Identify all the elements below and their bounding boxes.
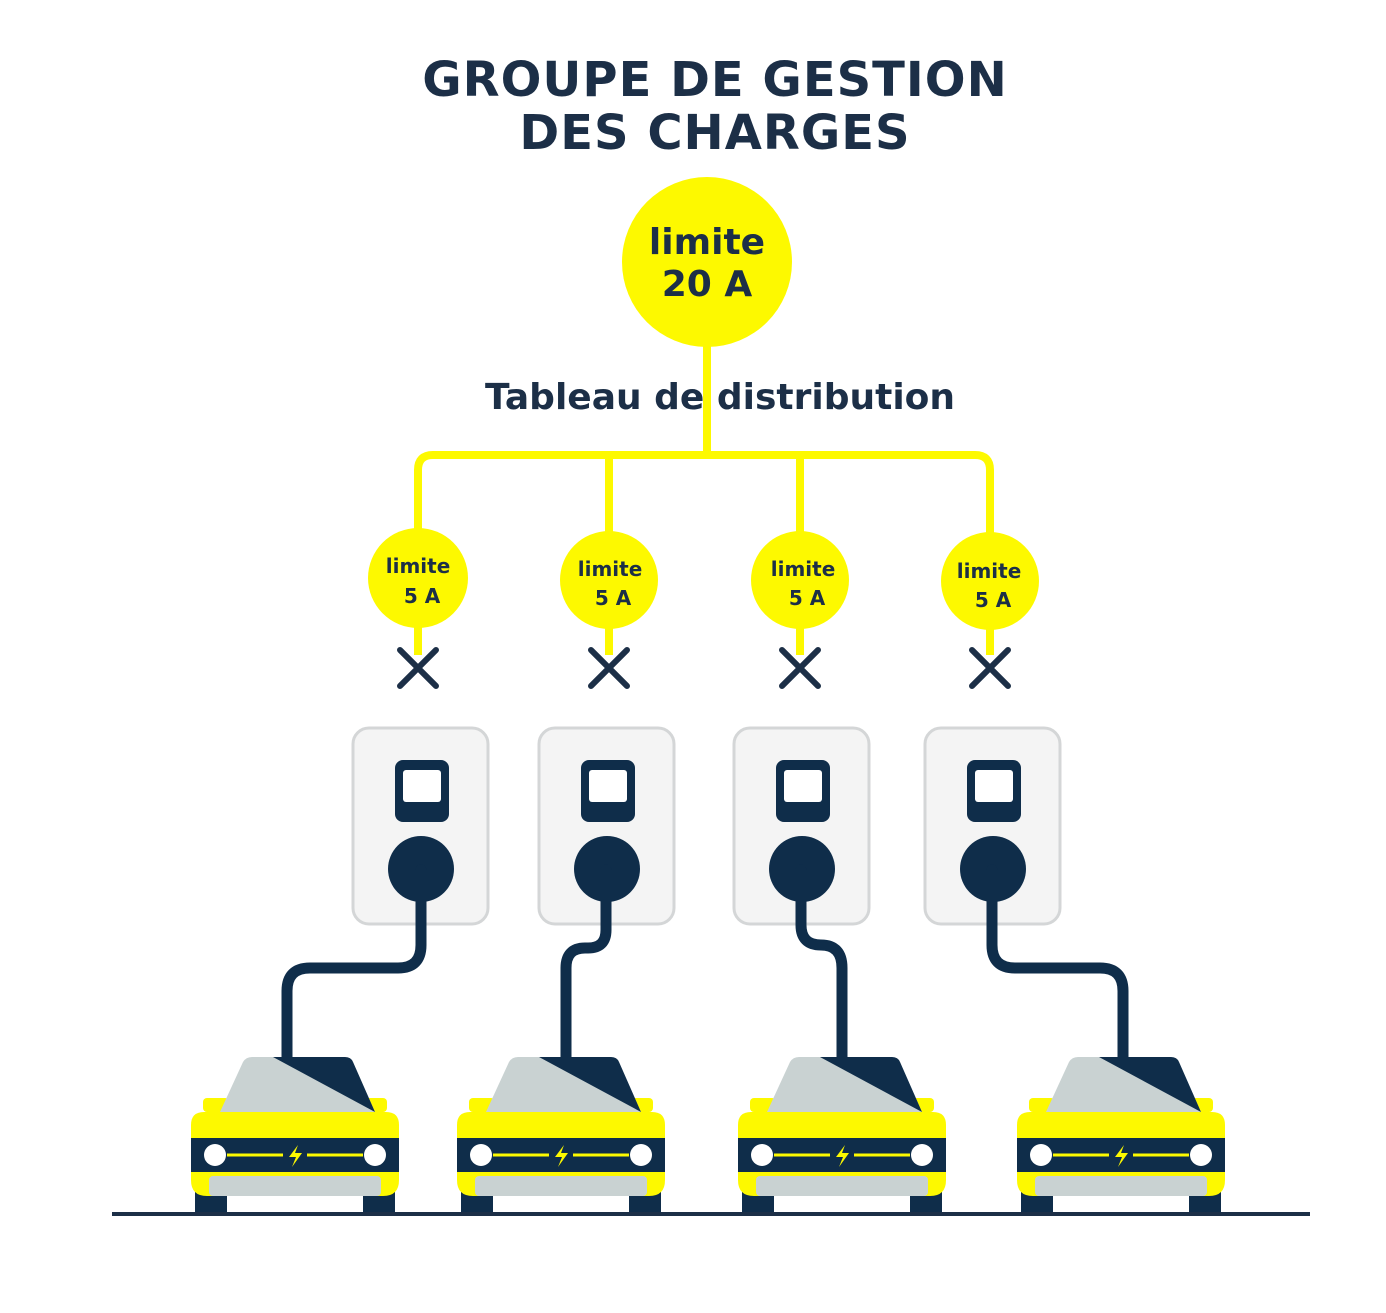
car-headlight-right: [364, 1144, 386, 1166]
branch-limit-circle-3: [751, 531, 849, 629]
electric-car-1: [191, 1057, 399, 1215]
main-limit-label: limite: [648, 222, 766, 263]
branch-limit-value-1: 5 A: [403, 584, 441, 608]
car-headlight-right: [1190, 1144, 1212, 1166]
charging-cables: [281, 864, 1129, 1066]
branch-limit-value-4: 5 A: [974, 588, 1012, 612]
car-bumper: [756, 1176, 928, 1196]
disconnect-crosses: [397, 647, 1011, 689]
cable-3: [795, 864, 848, 1066]
wall-charger-2: [537, 726, 676, 926]
branch-limit-circles: [368, 528, 1039, 630]
car-headlight-left: [751, 1144, 773, 1166]
car-headlight-left: [470, 1144, 492, 1166]
car-headlight-left: [1030, 1144, 1052, 1166]
branch-limit-label-1: limite: [385, 554, 451, 578]
car-roof-shadow: [820, 1057, 922, 1112]
car-headlight-right: [911, 1144, 933, 1166]
page-title-line-1: GROUPE DE GESTION: [422, 52, 1008, 108]
branch-limit-circle-2: [560, 531, 658, 629]
cable-1: [281, 864, 427, 1066]
branch-limit-label-2: limite: [577, 557, 643, 581]
cross-icon-2: [588, 647, 630, 689]
car-roof-shadow: [539, 1057, 641, 1112]
charger-screen-display: [784, 770, 822, 802]
electric-car-2: [457, 1057, 665, 1215]
main-limit-circle: [622, 177, 792, 347]
charger-screen-display: [975, 770, 1013, 802]
car-bumper: [475, 1176, 647, 1196]
distribution-bus: [414, 451, 994, 560]
cable-2: [560, 864, 612, 1066]
page-title-line-2: DES CHARGES: [519, 105, 911, 161]
branch-limit-label-4: limite: [956, 559, 1022, 583]
lightning-bolt-icon: [555, 1145, 568, 1167]
car-headlight-right: [630, 1144, 652, 1166]
car-bumper: [1035, 1176, 1207, 1196]
cable-4: [986, 864, 1129, 1066]
distribution-panel-label: Tableau de distribution: [484, 377, 956, 418]
branch-limit-circle-1: [368, 528, 468, 628]
cross-icon-1: [397, 647, 439, 689]
electric-car-4: [1017, 1057, 1225, 1215]
main-limit-value: 20 A: [661, 264, 753, 305]
branch-limit-label-3: limite: [770, 557, 836, 581]
car-roof-shadow: [273, 1057, 375, 1112]
electric-car-3: [738, 1057, 946, 1215]
branch-limit-circle-4: [941, 532, 1039, 630]
car-headlight-left: [204, 1144, 226, 1166]
cross-icon-3: [779, 647, 821, 689]
lightning-bolt-icon: [836, 1145, 849, 1167]
cross-icon-4: [969, 647, 1011, 689]
branch-limit-value-3: 5 A: [788, 586, 826, 610]
charger-screen-display: [589, 770, 627, 802]
car-roof-shadow: [1099, 1057, 1201, 1112]
lightning-bolt-icon: [1115, 1145, 1128, 1167]
branch-limit-value-2: 5 A: [594, 586, 632, 610]
car-bumper: [209, 1176, 381, 1196]
charger-screen-display: [403, 770, 441, 802]
lightning-bolt-icon: [289, 1145, 302, 1167]
